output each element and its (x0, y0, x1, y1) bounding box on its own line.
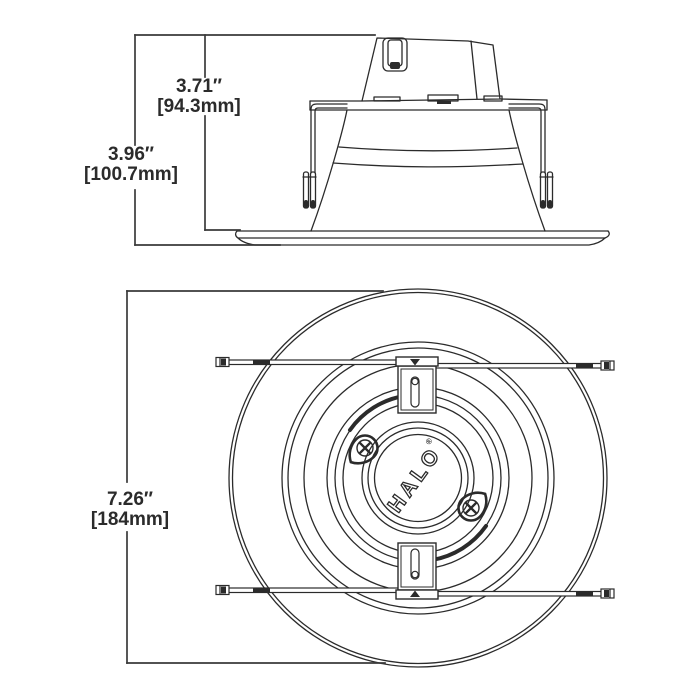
bottom-view-drawing: HALO ® (215, 288, 615, 668)
side-view-dimensions (134, 34, 376, 246)
dim-outer-diameter-inches: 7.26″ (107, 489, 153, 510)
dim-outer-diameter-mm: [184mm] (91, 509, 169, 530)
dim-overall-height-inches: 3.96″ (108, 144, 154, 165)
spring-bracket-left (302, 103, 348, 209)
dim-fixture-height-mm: [94.3mm] (157, 96, 240, 117)
trim-flange (234, 230, 610, 246)
trim-cone-body (310, 109, 546, 232)
concentric-rings (228, 288, 608, 668)
registered-trademark-symbol: ® (424, 436, 435, 446)
screw-head-icon (356, 439, 374, 457)
screw-keyhole-upper-left (348, 434, 379, 465)
dim-overall-height-mm: [100.7mm] (84, 164, 178, 185)
side-view-drawing (234, 37, 610, 246)
spring-bar-top-right (432, 360, 615, 371)
dim-fixture-height-inches: 3.71″ (176, 76, 222, 97)
mounting-bracket-bottom (395, 542, 439, 600)
spring-bar-bottom-right (432, 588, 615, 599)
dim-overall-height-label: 3.96″ [100.7mm] (84, 144, 178, 185)
screw-keyhole-lower-right (457, 491, 488, 522)
mounting-tab-loop (382, 37, 408, 72)
mounting-bracket-top (395, 356, 439, 414)
driver-housing-outline (361, 37, 501, 102)
dim-fixture-height-label: 3.71″ [94.3mm] (157, 76, 240, 117)
screw-head-icon (462, 499, 480, 517)
dim-outer-diameter-label: 7.26″ [184mm] (91, 489, 169, 530)
spring-bar-bottom-left (215, 584, 404, 596)
halo-logo: HALO ® (383, 436, 447, 517)
spring-bar-top-left (215, 356, 404, 368)
brand-name-text: HALO (384, 442, 447, 517)
spring-bracket-right (508, 103, 554, 209)
mounting-frame-band (309, 94, 548, 111)
bottom-view-dimensions (126, 290, 386, 664)
